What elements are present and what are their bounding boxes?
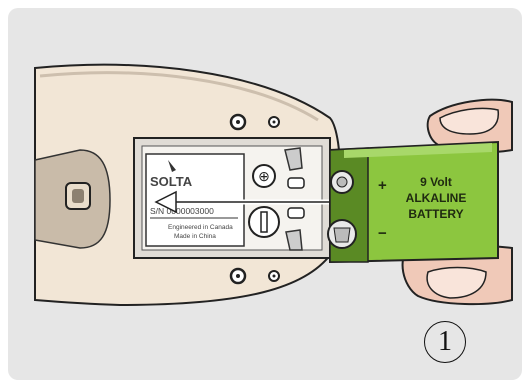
battery-minus-sign: − (378, 225, 387, 242)
screw-top-left (229, 113, 247, 131)
battery-terminal-positive (330, 170, 354, 194)
screw-bottom-left (229, 267, 247, 285)
label-engineered: Engineered in Canada (168, 224, 233, 231)
svg-text:⊕: ⊕ (258, 168, 270, 184)
screw-bottom-right (268, 270, 280, 282)
label-serial: S/N 0000003000 (150, 206, 214, 216)
body-highlight (39, 71, 319, 122)
step-number-badge: 1 (424, 321, 466, 363)
battery-type-line1: ALKALINE (406, 191, 467, 205)
battery-plus-sign: + (378, 177, 387, 194)
battery-type-line2: BATTERY (408, 207, 463, 221)
label-brand: SOLTA (150, 174, 193, 189)
nine-volt-battery: + − 9 Volt ALKALINE BATTERY (327, 140, 499, 264)
battery-terminal-negative (327, 219, 357, 249)
insertion-arrow (154, 190, 332, 214)
battery-voltage: 9 Volt (420, 175, 452, 189)
label-made: Made in China (174, 233, 216, 240)
side-button (34, 149, 111, 249)
screw-top-right (268, 116, 280, 128)
